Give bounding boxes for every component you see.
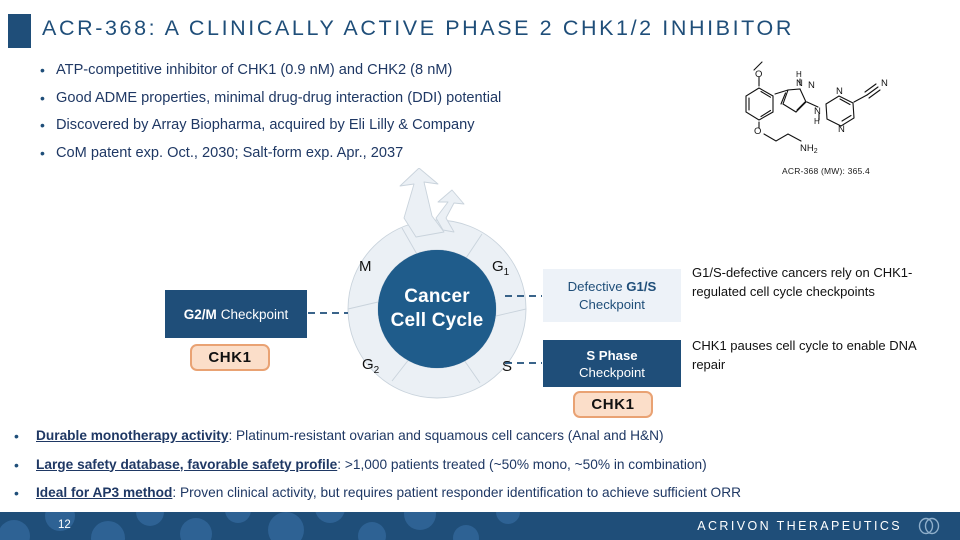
bullet-icon: • (14, 456, 19, 473)
cycle-core-label: Cancer Cell Cycle (378, 250, 496, 368)
bullet-rest: : Proven clinical activity, but requires… (172, 485, 741, 500)
atom-label-n: N (808, 80, 815, 91)
s-phase-checkpoint-box: S Phase Checkpoint (543, 340, 681, 387)
title-accent-square (8, 14, 31, 48)
phase-label-g1-main: G (492, 258, 504, 275)
g1s-prefix: Defective (567, 278, 627, 294)
sphase-line2: Checkpoint (579, 364, 645, 380)
chemical-structure-diagram: O N H N N N N H N O NH2 (726, 52, 926, 172)
bullet-icon: • (40, 117, 45, 133)
list-item: • Ideal for AP3 method: Proven clinical … (14, 483, 954, 503)
list-item: • ATP-competitive inhibitor of CHK1 (0.9… (40, 60, 680, 81)
top-bullet-list: • ATP-competitive inhibitor of CHK1 (0.9… (40, 60, 680, 170)
bullet-text: Good ADME properties, minimal drug-drug … (56, 89, 502, 106)
atom-label-o: O (755, 69, 762, 80)
page-title: ACR-368: A CLINICALLY ACTIVE PHASE 2 CHK… (42, 16, 794, 40)
bullet-icon: • (14, 485, 19, 501)
footer-dot-pattern (0, 512, 520, 540)
list-item: • CoM patent exp. Oct., 2030; Salt-form … (40, 143, 680, 164)
atom-label-n: N (836, 86, 843, 97)
brand-name: ACRIVON THERAPEUTICS (697, 519, 902, 533)
bullet-text: Durable monotherapy activity: Platinum-r… (36, 426, 664, 446)
phase-label-g2: G2 (362, 356, 379, 376)
bullet-rest: : Platinum-resistant ovarian and squamou… (228, 428, 664, 443)
slide-footer: 12 ACRIVON THERAPEUTICS (0, 512, 960, 540)
sphase-bold: S Phase (586, 347, 638, 363)
bullet-lead: Large safety database, favorable safety … (36, 456, 338, 472)
list-item: • Discovered by Array Biopharma, acquire… (40, 115, 680, 136)
structure-caption: ACR-368 (MW): 365.4 (782, 166, 870, 176)
phase-label-g2-sub: 2 (373, 365, 380, 376)
atom-label-n: N (838, 124, 845, 135)
bullet-icon: • (14, 428, 19, 444)
g1s-checkpoint-box: Defective G1/S Checkpoint (543, 269, 681, 322)
phase-label-m: M (359, 258, 372, 275)
bottom-bullet-list: • Durable monotherapy activity: Platinum… (14, 426, 954, 512)
bullet-icon: • (40, 89, 45, 106)
bullet-icon: • (40, 144, 45, 161)
phase-label-g1-sub: 1 (503, 267, 510, 278)
g1s-line1: Defective G1/S (568, 278, 657, 296)
list-item: • Good ADME properties, minimal drug-dru… (40, 88, 680, 109)
phase-label-g1: G1 (492, 258, 509, 278)
g2m-checkpoint-rest: Checkpoint (220, 306, 289, 322)
atom-label-o: O (754, 126, 761, 137)
sphase-line1: S Phase (586, 347, 637, 364)
bullet-rest: : >1,000 patients treated (~50% mono, ~5… (337, 456, 707, 472)
chk1-badge-right: CHK1 (573, 391, 653, 418)
page-number: 12 (58, 519, 71, 531)
g1s-line2: Checkpoint (579, 296, 645, 312)
atom-label-n: N (881, 78, 888, 89)
bullet-text: CoM patent exp. Oct., 2030; Salt-form ex… (56, 144, 404, 161)
g1s-bold: G1/S (626, 278, 657, 294)
atom-label-n: N (796, 78, 803, 89)
atom-label-n: N (814, 106, 821, 117)
bullet-text: Ideal for AP3 method: Proven clinical ac… (36, 483, 741, 503)
acrivon-logo-icon (918, 517, 940, 535)
cycle-core-line1: Cancer (404, 286, 470, 307)
atom-label-h: H (814, 117, 820, 126)
atom-label-nh2: NH2 (800, 143, 818, 155)
phase-label-g2-main: G (362, 356, 374, 373)
cancer-cell-cycle-diagram: Cancer Cell Cycle M G1 G2 S (330, 167, 546, 418)
bullet-lead: Durable monotherapy activity (36, 428, 229, 443)
chk1-badge-left: CHK1 (190, 344, 270, 371)
annotation-chk1-pauses: CHK1 pauses cell cycle to enable DNA rep… (692, 338, 917, 372)
cycle-core-line2: Cell Cycle (390, 310, 484, 331)
atom-label-h: H (796, 70, 802, 79)
bullet-text: ATP-competitive inhibitor of CHK1 (0.9 n… (56, 62, 453, 78)
bullet-icon: • (40, 62, 45, 78)
phase-label-s: S (502, 358, 513, 375)
bullet-lead: Ideal for AP3 method (36, 485, 173, 500)
list-item: • Durable monotherapy activity: Platinum… (14, 426, 954, 446)
annotation-g1s-defective: G1/S-defective cancers rely on CHK1-regu… (692, 265, 913, 299)
bullet-text: Discovered by Array Biopharma, acquired … (56, 117, 475, 133)
g2m-checkpoint-bold: G2/M (183, 306, 217, 322)
bullet-text: Large safety database, favorable safety … (36, 455, 707, 475)
list-item: • Large safety database, favorable safet… (14, 455, 954, 475)
